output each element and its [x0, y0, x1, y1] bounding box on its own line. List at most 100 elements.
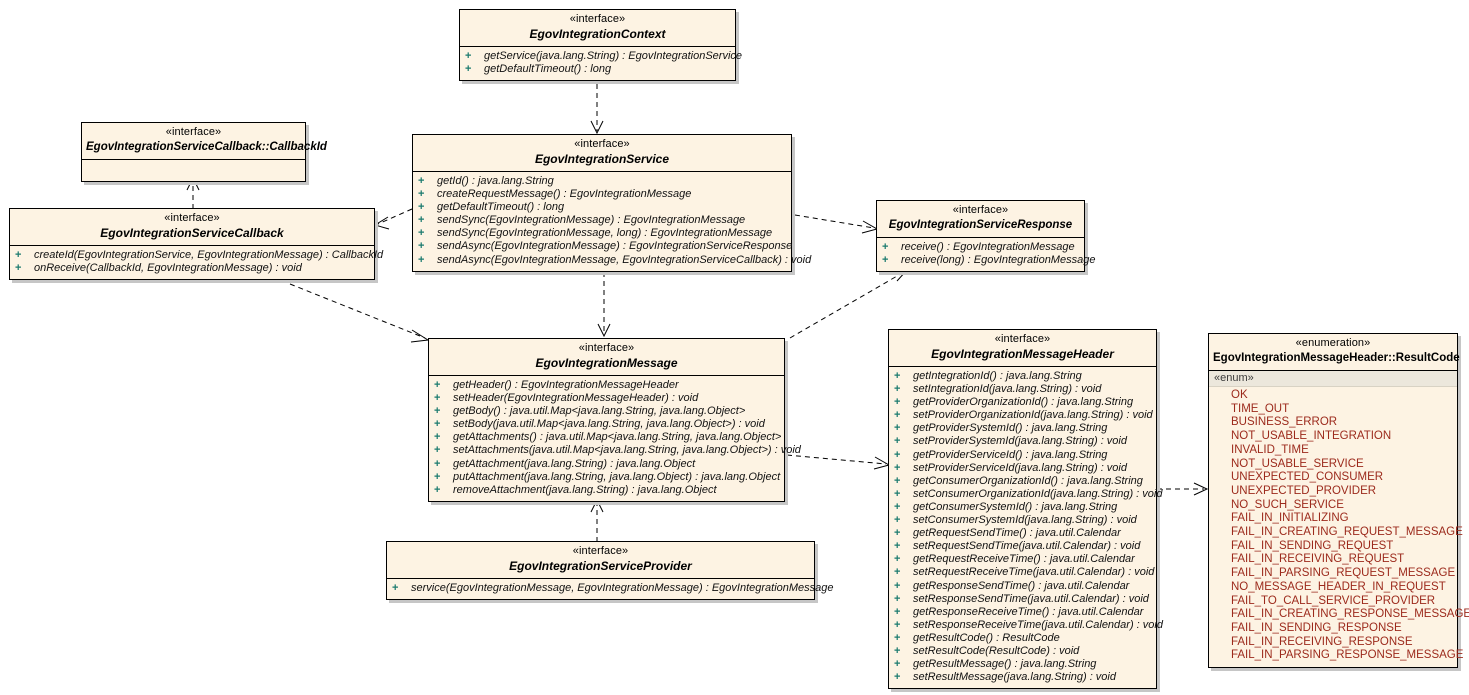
member-signature: getProviderSystemId() : java.lang.String: [913, 422, 1108, 435]
member-signature: setResultMessage(java.lang.String) : voi…: [913, 671, 1116, 684]
member-signature: setIntegrationId(java.lang.String) : voi…: [913, 383, 1102, 396]
enum-literal: TIME_OUT: [1231, 402, 1290, 415]
visibility-public: +: [894, 658, 901, 671]
visibility-public: +: [894, 448, 901, 461]
visibility-public: +: [894, 579, 901, 592]
member-row: + setProviderSystemId(java.lang.String) :…: [891, 435, 1154, 448]
member-row: +setResponseReceiveTime(java.util.Calend…: [891, 619, 1163, 632]
class-stereotype: «interface»: [569, 13, 626, 25]
visibility-public: +: [434, 444, 441, 457]
member-row: +getResponseSendTime() : java.util.Calen…: [891, 580, 1154, 593]
member-signature: setRequestSendTime(java.util.Calendar) :…: [913, 540, 1141, 553]
member-row: +getDefaultTimeout() : long: [462, 63, 733, 76]
class-name: EgovIntegrationMessageHeader: [931, 347, 1114, 361]
class-name: EgovIntegrationService: [534, 152, 670, 166]
visibility-public: +: [894, 435, 901, 448]
enum-literal: FAIL_IN_CREATING_REQUEST_MESSAGE: [1231, 526, 1463, 539]
member-signature: sendAsync(EgovIntegrationMessage, EgovIn…: [437, 253, 812, 266]
class-stereotype: «interface»: [165, 126, 222, 138]
visibility-public: +: [434, 457, 441, 470]
class-members: +getIntegrationId() : java.lang.String +…: [889, 367, 1163, 688]
member-signature: getRequestReceiveTime() : java.util.Cale…: [913, 553, 1135, 566]
class-members: +getId() : java.lang.String +createReque…: [413, 172, 811, 271]
member-signature: onReceive(CallbackId, EgovIntegrationMes…: [34, 262, 302, 275]
edge-provider-to-message: [590, 498, 604, 542]
visibility-public: +: [894, 566, 901, 579]
member-row: +getRequestReceiveTime() : java.util.Cal…: [891, 553, 1154, 566]
class-box-egov-integration-service[interactable]: «interface» EgovIntegrationService +getI…: [412, 134, 811, 272]
visibility-public: +: [894, 422, 901, 435]
member-signature: putAttachment(java.lang.String, java.lan…: [453, 470, 781, 483]
visibility-public: +: [434, 379, 441, 391]
enum-literal: NOT_USABLE_INTEGRATION: [1231, 430, 1392, 443]
edge-context-to-service: [590, 84, 604, 135]
enum-stereotype: «enumeration»: [1295, 337, 1371, 349]
visibility-public: +: [894, 500, 901, 513]
member-row: +setProviderOrganizationId(java.lang.Str…: [891, 409, 1154, 422]
member-signature: setRequestReceiveTime(java.util.Calendar…: [913, 566, 1155, 579]
class-box-egov-integration-service-response[interactable]: «interface» EgovIntegrationServiceRespon…: [876, 200, 1095, 273]
class-header: «interface» EgovIntegrationContext: [460, 10, 735, 47]
member-row: +receive(long) : EgovIntegrationMessage: [879, 254, 1095, 267]
visibility-public: +: [882, 241, 889, 253]
enum-literal: FAIL_IN_PARSING_REQUEST_MESSAGE: [1231, 567, 1456, 580]
enum-literal: BUSINESS_ERROR: [1231, 416, 1338, 429]
enum-box-result-code[interactable]: «enumeration» EgovIntegrationMessageHead…: [1208, 333, 1469, 669]
class-members: +receive() : EgovIntegrationMessage +rec…: [877, 238, 1095, 271]
class-box-egov-integration-context[interactable]: «interface» EgovIntegrationContext +getS…: [459, 9, 742, 82]
class-box-egov-integration-message[interactable]: «interface» EgovIntegrationMessage +getH…: [428, 338, 801, 502]
visibility-public: +: [15, 262, 22, 275]
class-name: EgovIntegrationServiceResponse: [888, 219, 1073, 231]
member-row: +getDefaultTimeout() : long: [415, 201, 789, 214]
class-name: EgovIntegrationServiceCallback: [100, 226, 284, 240]
class-name: EgovIntegrationMessage: [535, 356, 678, 370]
enum-literal: NO_SUCH_SERVICE: [1231, 498, 1344, 511]
visibility-public: +: [434, 483, 441, 496]
enum-literal: INVALID_TIME: [1231, 443, 1309, 456]
visibility-public: +: [434, 392, 441, 405]
member-row: +getRequestSendTime() : java.util.Calend…: [891, 527, 1154, 540]
member-row: + setIntegrationId(java.lang.String) : vo…: [891, 383, 1154, 396]
member-row: +createRequestMessage() : EgovIntegratio…: [415, 188, 789, 201]
visibility-public: +: [434, 405, 441, 418]
class-members: +createId(EgovIntegrationService, EgovIn…: [10, 246, 383, 279]
class-header: «interface» EgovIntegrationMessageHeader: [889, 330, 1156, 367]
visibility-public: +: [894, 514, 901, 527]
member-row: +putAttachment(java.lang.String, java.la…: [431, 471, 782, 484]
class-stereotype: «interface»: [572, 545, 629, 557]
enum-literal: NO_MESSAGE_HEADER_IN_REQUEST: [1231, 580, 1446, 593]
member-signature: setAttachments(java.util.Map<java.lang.S…: [453, 444, 801, 457]
member-signature: getAttachments() : java.util.Map<java.la…: [453, 431, 782, 444]
member-row: +getResultCode() : ResultCode: [891, 632, 1154, 645]
class-name: EgovIntegrationServiceCallback::Callback…: [86, 141, 327, 153]
enum-literal: FAIL_IN_INITIALIZING: [1231, 512, 1349, 525]
edge-service-to-message: [597, 272, 611, 338]
enum-literal: UNEXPECTED_PROVIDER: [1231, 484, 1377, 497]
enum-literal: FAIL_IN_RECEIVING_REQUEST: [1231, 553, 1405, 566]
member-row: +receive() : EgovIntegrationMessage: [879, 241, 1082, 254]
member-signature: setConsumerSystemId(java.lang.String) : …: [913, 514, 1137, 527]
class-box-egov-integration-message-header[interactable]: «interface» EgovIntegrationMessageHeader…: [888, 329, 1163, 690]
member-signature: createRequestMessage() : EgovIntegration…: [437, 188, 692, 201]
member-row: + setRequestReceiveTime(java.util.Calenda…: [891, 566, 1154, 579]
class-members: +getService(java.lang.String) : EgovInte…: [460, 47, 742, 80]
member-signature: setHeader(EgovIntegrationMessageHeader) …: [453, 392, 699, 405]
member-signature: getService(java.lang.String) : EgovInteg…: [484, 50, 743, 62]
member-signature: setBody(java.util.Map<java.lang.String, …: [453, 418, 765, 431]
member-signature: setResponseSendTime(java.util.Calendar) …: [913, 592, 1149, 605]
member-signature: setProviderSystemId(java.lang.String) : …: [913, 435, 1127, 448]
class-name: EgovIntegrationServiceProvider: [509, 559, 692, 573]
class-box-egov-integration-service-provider[interactable]: «interface» EgovIntegrationServiceProvid…: [386, 541, 834, 601]
class-box-callback-id[interactable]: «interface» EgovIntegrationServiceCallba…: [81, 122, 327, 182]
member-row: + setHeader(EgovIntegrationMessageHeader)…: [431, 392, 782, 405]
visibility-public: +: [15, 249, 22, 261]
member-signature: removeAttachment(java.lang.String) : jav…: [453, 483, 717, 496]
enum-literals: OK TIME_OUT BUSINESS_ERROR NOT_USABLE_IN…: [1209, 387, 1469, 667]
class-box-egov-integration-service-callback[interactable]: «interface» EgovIntegrationServiceCallba…: [9, 208, 383, 281]
member-row: +getProviderServiceId() : java.lang.Stri…: [891, 449, 1154, 462]
member-row: +getAttachments() : java.util.Map<java.l…: [431, 431, 782, 444]
member-row: +setResultCode(ResultCode) : void: [891, 645, 1154, 658]
edge-service-to-response: [794, 214, 879, 234]
visibility-public: +: [894, 383, 901, 396]
member-row: +sendSync(EgovIntegrationMessage) : Egov…: [415, 214, 789, 227]
